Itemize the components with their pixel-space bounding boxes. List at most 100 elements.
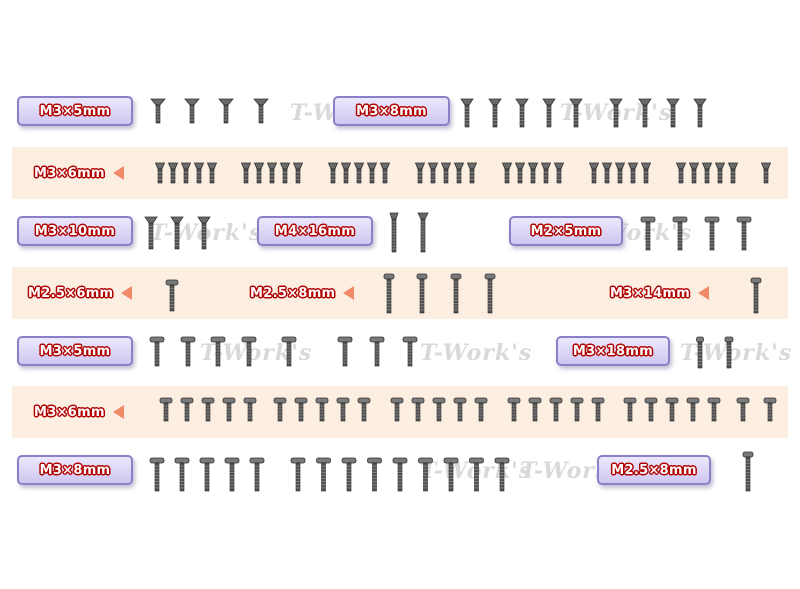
screw-icon: [316, 457, 331, 492]
screw-icon: [750, 277, 762, 314]
size-label: M2.5×8mm: [250, 278, 355, 308]
watermark: T-Work's: [420, 340, 533, 366]
size-label: M2×5mm: [509, 216, 623, 246]
size-label: M3×14mm: [610, 278, 710, 308]
size-label-text: M2.5×6mm: [28, 285, 114, 301]
size-label-text: M3×5mm: [39, 343, 111, 359]
screw-icon: [494, 457, 510, 492]
screw-icon: [440, 162, 452, 184]
screw-icon: [672, 216, 688, 251]
size-label-text: M3×18mm: [572, 343, 654, 359]
screw-icon: [484, 273, 496, 314]
size-label-text: M2.5×8mm: [611, 462, 697, 478]
screw-icon: [569, 98, 583, 128]
screw-icon: [542, 98, 556, 128]
size-label: M2.5×6mm: [28, 278, 133, 308]
screw-icon: [675, 162, 687, 184]
screw-icon: [553, 162, 565, 184]
size-label-text: M3×6mm: [34, 165, 105, 181]
size-label-text: M4×16mm: [274, 223, 356, 239]
screw-icon: [736, 216, 752, 251]
screw-icon: [466, 162, 478, 184]
screw-icon: [167, 162, 179, 184]
screw-icon: [418, 457, 433, 492]
size-label: M3×6mm: [34, 158, 124, 188]
size-label-text: M3×6mm: [34, 404, 105, 420]
screw-icon: [379, 162, 391, 184]
screw-icon: [427, 162, 439, 184]
row-strip: [12, 386, 788, 438]
screw-icon: [243, 397, 257, 422]
screw-icon: [591, 397, 605, 422]
screw-icon: [150, 98, 166, 124]
screw-icon: [540, 162, 552, 184]
size-label-text: M3×5mm: [39, 103, 111, 119]
screw-icon: [336, 397, 350, 422]
size-label-text: M2×5mm: [530, 223, 602, 239]
screw-icon: [149, 457, 165, 492]
screw-icon: [180, 336, 196, 367]
size-label-text: M3×10mm: [34, 223, 116, 239]
screw-icon: [315, 397, 329, 422]
screw-icon: [688, 162, 700, 184]
screw-icon: [174, 457, 190, 492]
screw-icon: [353, 162, 365, 184]
screw-icon: [507, 397, 521, 422]
screw-icon: [218, 98, 234, 124]
screw-icon: [366, 162, 378, 184]
screw-icon: [253, 98, 269, 124]
screw-icon: [638, 98, 652, 128]
screw-icon: [704, 216, 720, 251]
screw-icon: [460, 98, 474, 128]
screw-icon: [222, 397, 236, 422]
screw-icon: [450, 273, 462, 314]
screw-icon: [249, 457, 265, 492]
screw-icon: [640, 216, 656, 251]
screw-icon: [416, 273, 428, 314]
screw-icon: [341, 457, 357, 492]
size-label: M2.5×8mm: [597, 455, 711, 485]
size-label: M4×16mm: [257, 216, 373, 246]
screw-icon: [411, 397, 425, 422]
screw-icon: [453, 162, 465, 184]
size-label: M3×5mm: [17, 96, 133, 126]
screw-icon: [443, 457, 459, 492]
screw-icon: [367, 457, 382, 492]
screw-icon: [144, 216, 158, 250]
screw-icon: [727, 162, 739, 184]
size-label: M3×8mm: [17, 455, 133, 485]
screw-icon: [281, 336, 297, 367]
screw-icon: [206, 162, 218, 184]
screw-icon: [469, 457, 484, 492]
screw-icon: [273, 397, 287, 422]
screw-icon: [337, 336, 353, 367]
screw-icon: [665, 397, 679, 422]
screw-icon: [570, 397, 584, 422]
screw-icon: [170, 216, 184, 250]
size-label: M3×6mm: [34, 397, 124, 427]
screw-icon: [686, 397, 700, 422]
screw-icon: [601, 162, 613, 184]
screw-icon: [528, 397, 542, 422]
screw-icon: [327, 162, 339, 184]
screw-icon: [165, 279, 179, 312]
row-strip: [12, 147, 788, 199]
screw-icon: [474, 397, 488, 422]
screw-icon: [724, 336, 734, 369]
screw-icon: [453, 397, 467, 422]
screw-icon: [432, 397, 446, 422]
screw-icon: [623, 397, 637, 422]
screw-icon: [180, 397, 194, 422]
screw-icon: [763, 397, 777, 422]
size-label-text: M3×14mm: [610, 285, 691, 301]
arrow-left-icon: [112, 166, 124, 180]
row-strip: [12, 267, 788, 319]
arrow-left-icon: [698, 286, 710, 300]
screw-icon: [549, 397, 563, 422]
screw-icon: [197, 216, 211, 250]
screw-icon: [193, 162, 205, 184]
screw-icon: [701, 162, 713, 184]
screw-icon: [696, 336, 704, 369]
screw-icon: [357, 397, 371, 422]
